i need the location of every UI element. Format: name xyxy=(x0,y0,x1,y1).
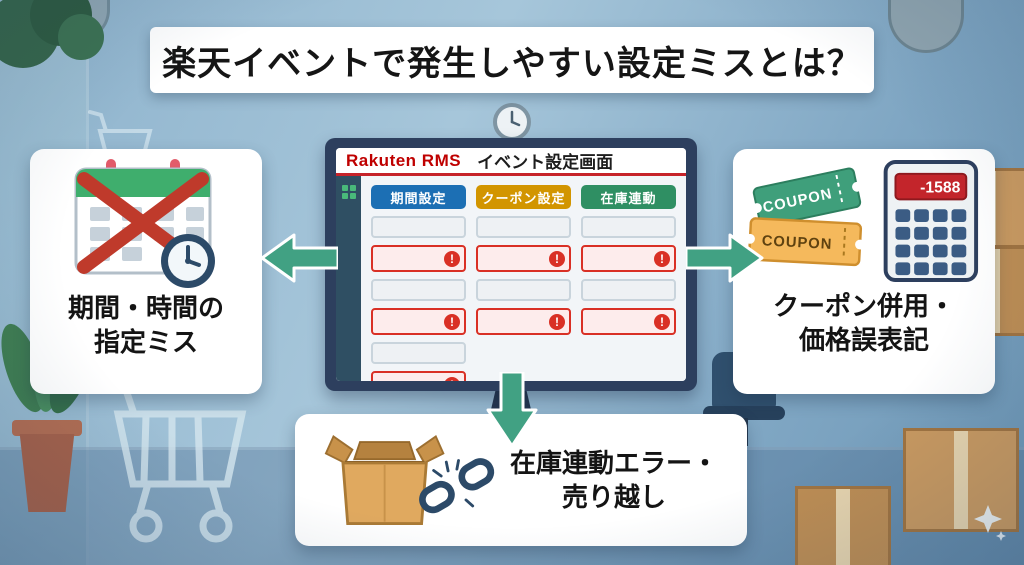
column-header-stock: 在庫連動 xyxy=(581,185,676,209)
form-field-error: ! xyxy=(581,245,676,272)
coupon-text: COUPON xyxy=(761,233,832,253)
card-label-line: クーポン併用・ xyxy=(772,291,955,321)
apps-grid-icon xyxy=(341,185,356,199)
cardboard-box-icon xyxy=(903,428,1019,532)
card-label-line: 在庫連動エラー・ xyxy=(509,447,718,478)
error-icon: ! xyxy=(654,250,670,267)
sparkle-logo-icon xyxy=(974,505,1006,541)
form-field xyxy=(371,342,466,364)
screen-title: イベント設定画面 xyxy=(477,153,614,172)
column-stock-sync: 在庫連動 ! ! xyxy=(581,185,676,381)
column-period-settings: 期間設定 ! ! ! xyxy=(371,185,466,381)
arrow-down-icon xyxy=(486,372,538,448)
card-label-line: 指定ミス xyxy=(93,327,198,358)
form-field-error: ! xyxy=(476,308,571,335)
error-icon: ! xyxy=(444,376,460,381)
arrow-left-icon xyxy=(260,233,338,283)
wall-clock-icon xyxy=(493,103,531,141)
header-divider xyxy=(336,173,686,176)
column-coupon-settings: クーポン設定 ! ! xyxy=(476,185,571,381)
card-label-line: 価格誤表記 xyxy=(798,325,929,356)
form-field-error: ! xyxy=(476,245,571,272)
title-banner: 楽天イベントで発生しやすい設定ミスとは？ xyxy=(150,27,874,93)
card-period-mistake: 期間・時間の 指定ミス xyxy=(30,149,262,394)
plant-pot-icon xyxy=(12,420,82,436)
form-field xyxy=(581,216,676,238)
form-field xyxy=(476,216,571,238)
form-field xyxy=(581,279,676,301)
form-field-error: ! xyxy=(371,371,466,381)
form-field xyxy=(371,216,466,238)
hanging-plant-icon xyxy=(58,14,104,60)
error-icon: ! xyxy=(654,313,670,330)
card-label-line: 期間・時間の xyxy=(67,293,224,323)
form-field-error: ! xyxy=(371,245,466,272)
card-label-period: 期間・時間の 指定ミス xyxy=(68,291,224,360)
plant-pot-icon xyxy=(19,434,75,512)
card-stock-error: 在庫連動エラー・ 売り越し xyxy=(295,414,747,546)
error-icon: ! xyxy=(444,250,460,267)
form-field-error: ! xyxy=(371,308,466,335)
rms-screen: Rakuten RMS イベント設定画面 期間設定 ! ! ! クーポン設定 xyxy=(336,148,686,381)
card-coupon-mistake: COUPON COUPON -1588 クーポン併用 xyxy=(733,149,995,394)
column-header-period: 期間設定 xyxy=(371,185,466,209)
open-box-broken-link-icon xyxy=(324,434,495,525)
rakuten-rms-logo: Rakuten RMS xyxy=(346,150,462,170)
screen-header: Rakuten RMS イベント設定画面 xyxy=(336,148,686,173)
arrow-right-icon xyxy=(686,233,764,283)
form-field-error: ! xyxy=(581,308,676,335)
page-title: 楽天イベントで発生しやすい設定ミスとは？ xyxy=(162,44,862,83)
card-label-coupon: クーポン併用・ 価格誤表記 xyxy=(773,289,955,358)
card-label-stock: 在庫連動エラー・ 売り越し xyxy=(510,446,718,515)
calendar-x-clock-icon xyxy=(74,159,215,288)
form-field xyxy=(371,279,466,301)
screen-body: 期間設定 ! ! ! クーポン設定 ! ! 在庫連動 xyxy=(336,176,686,381)
calculator-display: -1588 xyxy=(920,180,960,197)
screen-sidebar xyxy=(336,176,361,381)
cardboard-box-icon xyxy=(795,486,891,565)
screen-content: 期間設定 ! ! ! クーポン設定 ! ! 在庫連動 xyxy=(361,176,686,381)
coupon-calculator-icon: COUPON COUPON -1588 xyxy=(746,160,979,282)
error-icon: ! xyxy=(444,313,460,330)
error-icon: ! xyxy=(549,250,565,267)
card-label-line: 売り越し xyxy=(561,482,666,512)
form-field xyxy=(476,279,571,301)
error-icon: ! xyxy=(549,313,565,330)
column-header-coupon: クーポン設定 xyxy=(476,185,571,209)
